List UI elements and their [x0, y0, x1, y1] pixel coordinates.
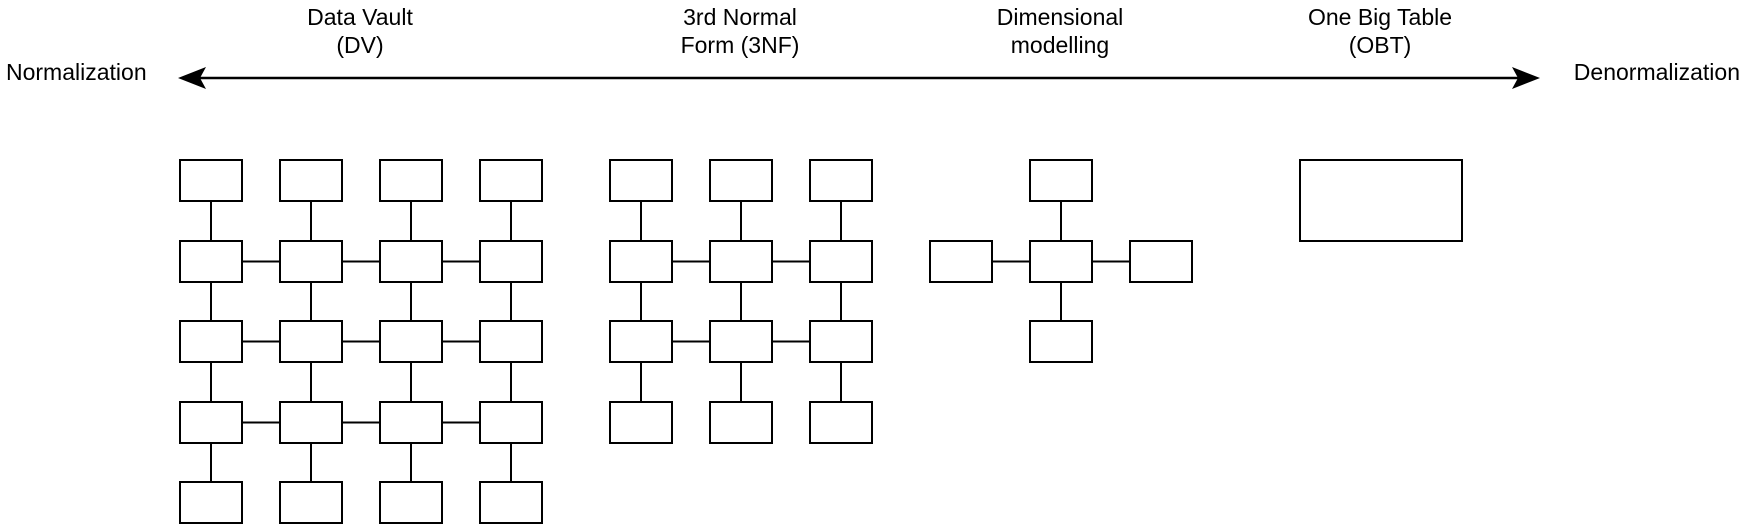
table-box: [709, 401, 773, 444]
arrow-head-left-icon: [178, 67, 206, 89]
table-box: [1029, 320, 1093, 363]
table-box: [379, 481, 443, 524]
table-box: [809, 159, 873, 202]
table-box: [1299, 159, 1463, 242]
table-box: [609, 240, 673, 283]
table-box: [809, 401, 873, 444]
approach-label-data-vault-line1: Data Vault: [307, 4, 413, 30]
table-box: [479, 320, 543, 363]
table-box: [479, 401, 543, 444]
approach-label-3nf-line2: Form (3NF): [680, 32, 800, 58]
third-normal-form-schema: [609, 159, 873, 444]
table-box: [179, 240, 243, 283]
table-box: [479, 240, 543, 283]
approach-label-3nf-line1: 3rd Normal: [683, 4, 797, 30]
data-vault-schema: [179, 159, 543, 524]
approach-label-3nf: 3rd Normal Form (3NF): [681, 3, 800, 59]
table-box: [809, 320, 873, 363]
table-box: [1129, 240, 1193, 283]
table-box: [709, 159, 773, 202]
approach-label-data-vault-line2: (DV): [336, 32, 384, 58]
approach-label-dimensional-line2: modelling: [1010, 32, 1110, 58]
table-box: [609, 320, 673, 363]
table-box: [379, 240, 443, 283]
table-box: [479, 159, 543, 202]
table-box: [479, 481, 543, 524]
table-box: [179, 159, 243, 202]
table-box: [1029, 159, 1093, 202]
approach-label-data-vault: Data Vault (DV): [307, 3, 413, 59]
approach-label-dimensional: Dimensional modelling: [997, 3, 1124, 59]
table-box: [179, 401, 243, 444]
table-box: [279, 401, 343, 444]
table-box: [379, 159, 443, 202]
table-box: [279, 240, 343, 283]
one-big-table-schema: [1299, 159, 1463, 242]
table-box: [709, 240, 773, 283]
table-box: [709, 320, 773, 363]
table-box: [609, 401, 673, 444]
dimensional-modelling-schema: [929, 159, 1193, 363]
arrow-head-right-icon: [1512, 67, 1540, 89]
approach-label-obt-line2: (OBT): [1348, 32, 1412, 58]
table-box: [279, 320, 343, 363]
table-box: [379, 401, 443, 444]
approach-label-dimensional-line1: Dimensional: [996, 4, 1124, 30]
table-box: [929, 240, 993, 283]
denormalization-label: Denormalization: [1573, 59, 1740, 85]
table-box: [379, 320, 443, 363]
table-box: [609, 159, 673, 202]
approach-label-obt-line1: One Big Table: [1307, 4, 1453, 30]
table-box: [279, 481, 343, 524]
table-box: [179, 320, 243, 363]
table-box: [809, 240, 873, 283]
normalization-label: Normalization: [6, 59, 147, 85]
table-box: [1029, 240, 1093, 283]
table-box: [179, 481, 243, 524]
table-box: [279, 159, 343, 202]
approach-label-obt: One Big Table (OBT): [1308, 3, 1452, 59]
